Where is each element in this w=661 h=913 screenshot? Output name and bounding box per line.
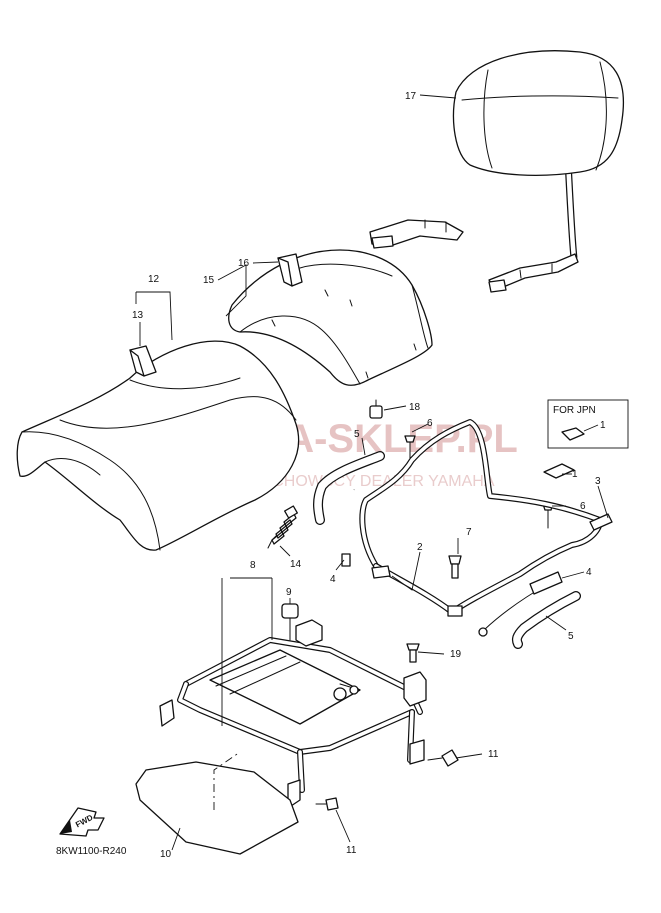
grommet-part-18 [369,399,383,419]
callout-2: 2 [417,542,423,553]
callout-6-right: 6 [580,501,586,512]
bolt-part-7 [448,555,462,579]
callout-7: 7 [466,527,472,538]
seat-frame-part-8 [159,619,427,809]
for-jpn-label: FOR JPN [553,405,596,416]
callout-leaders [135,94,609,851]
callout-19: 19 [450,649,462,660]
seat-tab-part-13 [129,345,157,377]
fwd-badge: FWD [59,807,105,837]
forward-arrow-icon [59,807,105,837]
callout-11-right: 11 [488,749,499,760]
callout-12: 12 [148,274,160,285]
callout-16: 16 [238,258,250,269]
passenger-seat-part-15 [228,249,433,386]
callout-4-left: 4 [330,574,336,585]
callout-1: 1 [572,469,578,480]
seat-tab-part-16 [277,253,303,287]
tube-end-part-3 [589,513,613,531]
clip-part-6-left [404,435,416,459]
callout-3: 3 [595,476,601,487]
callout-18: 18 [409,402,421,413]
bolt-part-11-left [315,797,339,811]
callout-15: 15 [203,275,215,286]
bolt-part-11-right [427,749,459,767]
callout-numbers: 17 16 15 12 13 18 6 5 1 3 6 7 2 4 14 4 5… [132,91,601,860]
callout-8: 8 [250,560,256,571]
diagram-code: 8KW1100-R240 [56,846,127,857]
inset-part-number: 1 [600,420,606,431]
callout-13: 13 [132,310,144,321]
cable-part-4-right [478,571,563,637]
callout-11-left: 11 [346,845,357,856]
callout-17: 17 [405,91,417,102]
label-part-1 [543,463,575,479]
spring-part-14 [267,505,298,549]
backrest-part-17 [369,50,625,293]
hose-part-5-left [313,451,385,525]
callout-5-right: 5 [568,631,574,642]
grab-bar-part-2 [359,419,603,617]
mat-part-10 [135,751,299,855]
callout-5-left: 5 [354,429,360,440]
callout-14: 14 [290,559,302,570]
cable-part-4-left [341,489,355,567]
rider-seat-part-12 [16,340,300,551]
bolt-part-19 [406,643,420,663]
callout-10: 10 [160,849,172,860]
hose-part-5-right [511,591,581,649]
damper-part-9 [281,603,299,641]
callout-4-right: 4 [586,567,592,578]
callout-6-left: 6 [427,418,433,429]
callout-9: 9 [286,587,292,598]
for-jpn-inset: FOR JPN 1 [547,399,629,449]
